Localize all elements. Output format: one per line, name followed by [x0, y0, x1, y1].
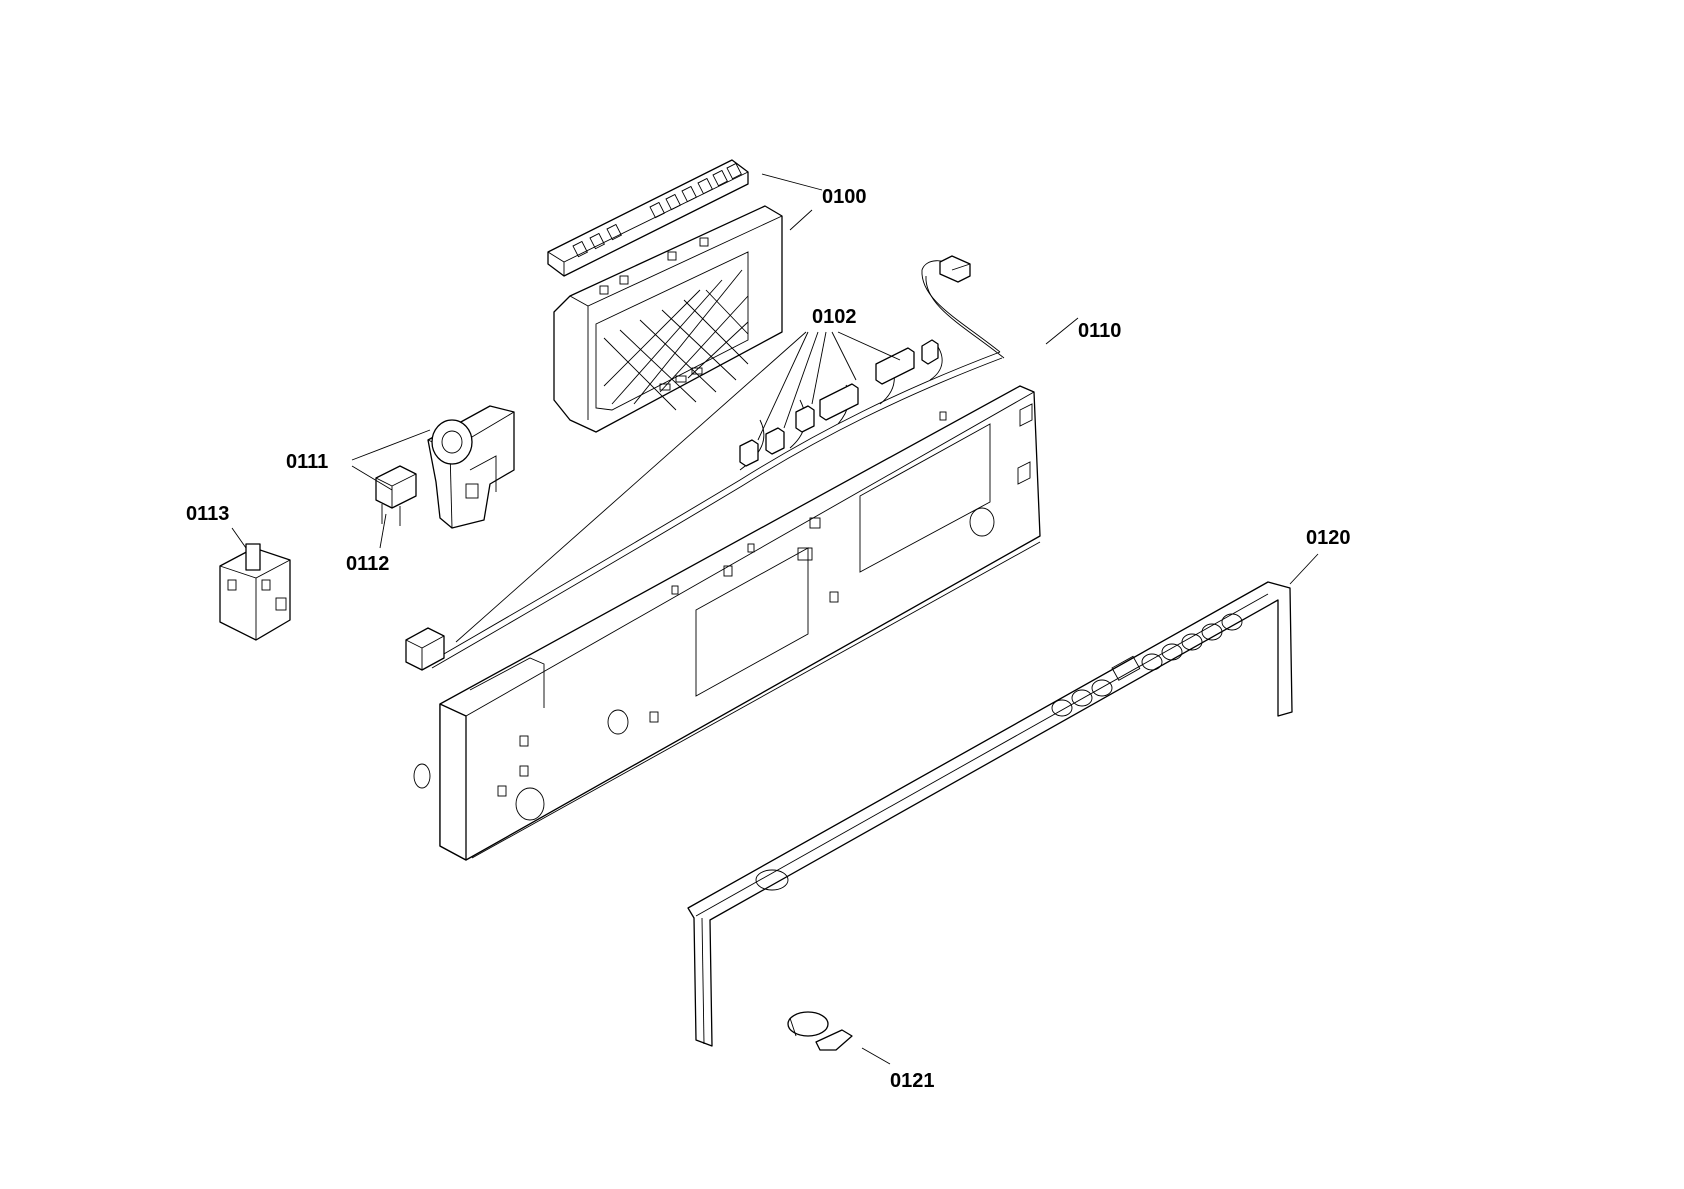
interference-suppressor-icon[interactable]: [375, 465, 417, 526]
callout-0102: 0102: [812, 306, 857, 328]
electronic-module-icon[interactable]: [547, 159, 783, 433]
control-panel-frame-icon[interactable]: [413, 385, 1041, 861]
leader-lines: [231, 173, 1319, 1065]
callout-0113: 0113: [186, 503, 229, 525]
callout-0111: 0111: [286, 451, 328, 473]
door-switch-icon[interactable]: [427, 405, 515, 529]
fascia-panel-icon[interactable]: [687, 581, 1293, 1047]
callout-0100: 0100: [822, 186, 867, 208]
callout-0120: 0120: [1306, 527, 1351, 549]
wiring-harness-icon[interactable]: [405, 255, 1005, 671]
power-switch-icon[interactable]: [219, 543, 291, 641]
clip-icon[interactable]: [787, 1011, 853, 1051]
callout-0110: 0110: [1078, 320, 1121, 342]
callout-0112: 0112: [346, 553, 389, 575]
callout-0121: 0121: [890, 1070, 935, 1092]
